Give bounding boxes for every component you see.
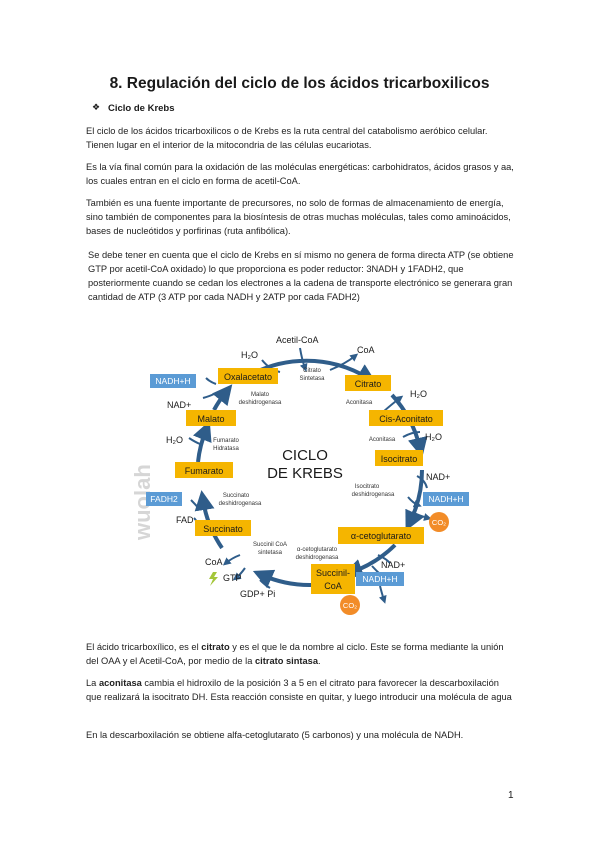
enzyme-aconitasa-2: Aconitasa [369, 437, 396, 443]
bullet-icon: ❖ [92, 102, 101, 112]
fadh2-box [146, 492, 182, 506]
nadh-right1-label: NADH+H [428, 494, 463, 504]
nad-right1-label: NAD+ [426, 472, 450, 482]
co2-circle-2 [340, 595, 360, 615]
enzyme-succinato-dh-2: deshidrogenasa [219, 501, 262, 507]
nadh-left-box [150, 374, 196, 388]
succinato-box [195, 520, 251, 536]
malato-label: Malato [197, 414, 224, 424]
fumarato-box [175, 462, 233, 478]
enzyme-cetoglutarato-dh-1: α-cetoglutarato [297, 547, 338, 553]
succinil-coa-box [311, 564, 355, 594]
h2o-top-label: H₂O [241, 350, 258, 360]
co2-circle-1 [429, 512, 449, 532]
enzyme-isocitrato-dh-2: deshidrogenasa [352, 492, 395, 498]
isocitrato-box [375, 450, 423, 466]
enzyme-labels: Citrato Sintetasa Aconitasa Aconitasa Is… [213, 368, 396, 561]
succinato-label: Succinato [203, 524, 243, 534]
metabolite-boxes: Oxalacetato Citrato Cis-Aconitato Isocit… [175, 368, 443, 594]
isocitrato-label: Isocitrato [381, 454, 418, 464]
term-aconitasa: aconitasa [98, 678, 142, 688]
enzyme-malato-dh-1: Malato [251, 392, 270, 398]
enzyme-citrato-sintasa-1: Citrato [303, 368, 321, 374]
co2-label-1: CO₂ [432, 518, 446, 527]
paragraph-2: Es la vía final común para la oxidación … [86, 162, 514, 186]
nadh-right2-label: NADH+H [362, 574, 397, 584]
fadh2-label: FADH2 [150, 494, 178, 504]
nad-right2-label: NAD+ [381, 560, 405, 570]
citrato-label: Citrato [355, 379, 382, 389]
nadh-left-label: NADH+H [155, 376, 190, 386]
cofactor-labels: Acetil-CoA H₂O CoA NAD+ H₂O H₂O H₂O NAD+… [166, 335, 450, 599]
paragraph-6: La aconitasa cambia el hidroxilo de la p… [86, 678, 512, 702]
enzyme-isocitrato-dh-1: Isocitrato [355, 484, 380, 490]
succinil-label-2: CoA [324, 581, 342, 591]
h2o-left-label: H₂O [166, 435, 183, 445]
oxalacetato-label: Oxalacetato [224, 372, 272, 382]
cycle-title-line2: DE KREBS [267, 465, 343, 482]
fad-label: FAD [176, 515, 194, 525]
enzyme-fumarato-hid-1: Fumarato [213, 438, 239, 444]
energy-bolt-icon [209, 572, 218, 586]
cycle-title-line1: CICLO [282, 447, 328, 464]
enzyme-citrato-sintasa-2: Sintetasa [299, 376, 325, 382]
coa-top-label: CoA [357, 345, 375, 355]
paragraph-7: En la descarboxilación se obtiene alfa-c… [86, 730, 464, 740]
cis-aconitato-box [369, 410, 443, 426]
gdp-label: GDP+ Pi [240, 589, 275, 599]
cetoglutarato-box [338, 527, 424, 544]
enzyme-succinil-sintetasa-2: sintetasa [258, 550, 283, 556]
enzyme-malato-dh-2: deshidrogenasa [239, 400, 282, 406]
acetil-coa-label: Acetil-CoA [276, 335, 319, 345]
enzyme-cetoglutarato-dh-2: deshidrogenasa [296, 555, 339, 561]
term-citrato-sintasa: citrato sintasa [254, 656, 319, 666]
term-citrato: citrato [201, 642, 230, 652]
page-number: 1 [508, 790, 514, 801]
malato-box [186, 410, 236, 426]
paragraph-1: El ciclo de los ácidos tricarboxilicos o… [86, 126, 488, 150]
cis-aconitato-label: Cis-Aconitato [379, 414, 433, 424]
paragraph-3: También es una fuente importante de prec… [86, 198, 511, 236]
paragraph-4: Se debe tener en cuenta que el ciclo de … [88, 250, 514, 302]
h2o-right1-label: H₂O [410, 389, 427, 399]
enzyme-succinil-sintetasa-1: Succinil CoA [253, 542, 287, 548]
coa-bottom-label: CoA [205, 557, 223, 567]
nadh-right1-box [423, 492, 469, 506]
section-subheading: Ciclo de Krebs [108, 103, 175, 114]
enzyme-aconitasa-1: Aconitasa [346, 400, 373, 406]
co2-label-2: CO₂ [343, 601, 357, 610]
citrato-box [345, 375, 391, 391]
fumarato-label: Fumarato [185, 466, 224, 476]
oxalacetato-box [218, 368, 278, 384]
side-arrows [188, 347, 432, 604]
enzyme-fumarato-hid-2: Hidratasa [213, 446, 239, 452]
co2-circles: CO₂ CO₂ [340, 512, 449, 615]
succinil-label-1: Succinil- [316, 568, 350, 578]
cofactor-boxes: NADH+H NADH+H FADH2 NADH+H [146, 374, 469, 586]
page-title: 8. Regulación del ciclo de los ácidos tr… [109, 75, 490, 92]
gtp-label: GTP [223, 573, 242, 583]
nad-left-label: NAD+ [167, 400, 191, 410]
h2o-right2-label: H₂O [425, 432, 442, 442]
cetoglutarato-label: α-cetoglutarato [351, 531, 411, 541]
paragraph-5: El ácido tricarboxílico, es el citrato y… [86, 642, 504, 666]
nadh-right2-box [356, 572, 404, 586]
enzyme-succinato-dh-1: Succinato [223, 493, 250, 499]
